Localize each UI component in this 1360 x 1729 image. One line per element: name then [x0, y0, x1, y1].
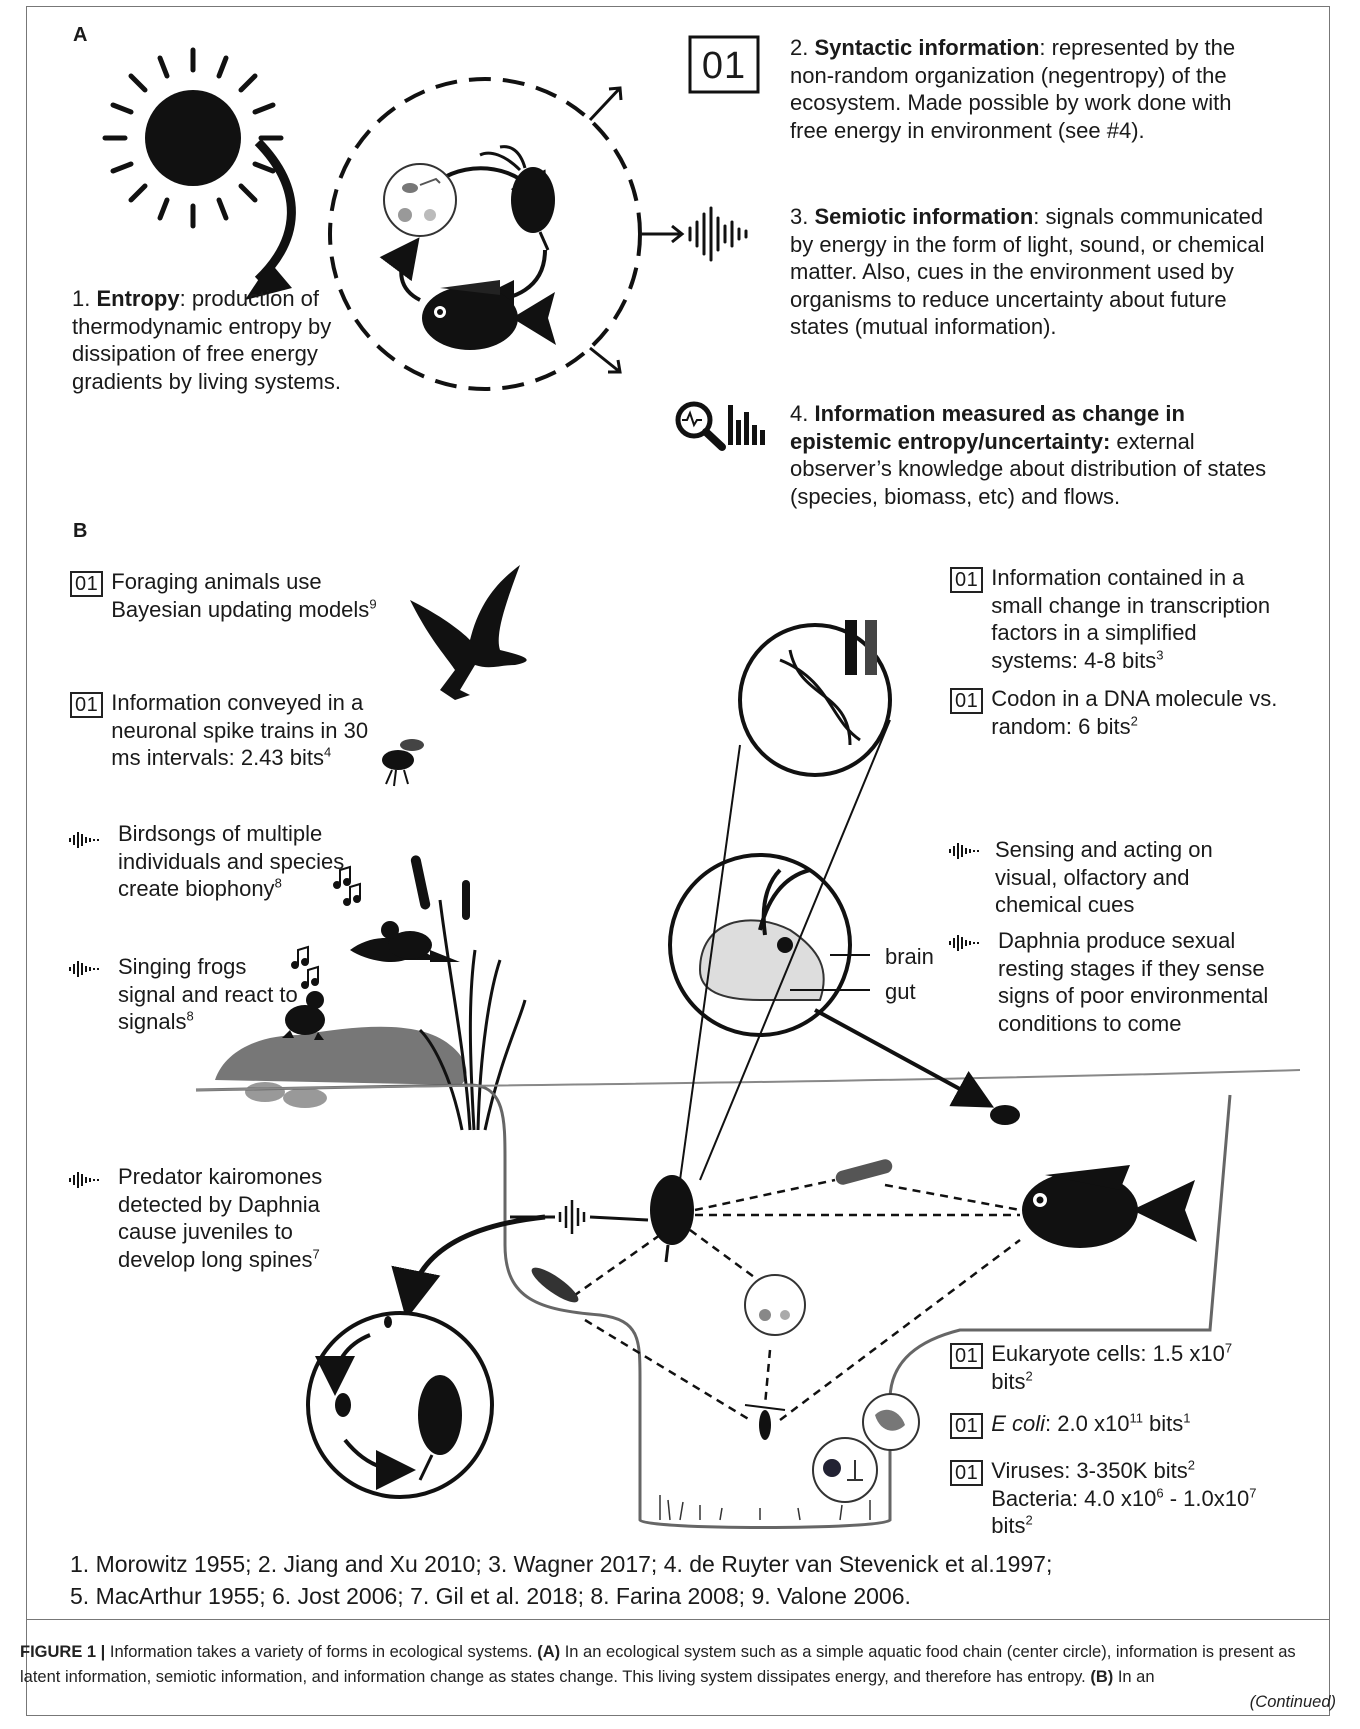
foraging-item: 01 Foraging animals use Bayesian updatin…	[70, 568, 410, 623]
references-line-2: 5. MacArthur 1955; 6. Jost 2006; 7. Gil …	[70, 1580, 1310, 1612]
daphnia-resting-item: Daphnia produce sexual resting stages if…	[998, 927, 1278, 1037]
caption-continued: (Continued)	[1250, 1690, 1336, 1715]
brain-label: brain	[885, 943, 934, 971]
reeds-icon	[420, 900, 525, 1130]
epistemic-information: 4. Information measured as change in epi…	[790, 400, 1270, 510]
neuronal-item: 01 Information conveyed in a neuronal sp…	[70, 689, 400, 772]
kairomones-item: Predator kairomones detected by Daphnia …	[118, 1163, 368, 1273]
bird-icon	[410, 565, 527, 700]
sun-icon	[105, 50, 281, 226]
pond-fish-icon	[1022, 1165, 1197, 1248]
binary-01-icon: 01	[950, 1413, 983, 1439]
magnifier-chart-icon	[678, 404, 765, 447]
references-line-1: 1. Morowitz 1955; 2. Jiang and Xu 2010; …	[70, 1548, 1310, 1580]
ecoli-item: 01 E coli: 2.0 x1011 bits1	[950, 1410, 1270, 1439]
binary-01-icon: 01	[950, 1460, 983, 1486]
binary-01-icon: 01	[70, 571, 103, 597]
transcription-item: 01 Information contained in a small chan…	[950, 564, 1280, 674]
binary-01-icon: 01	[70, 692, 103, 718]
entropy-arrow	[258, 142, 291, 280]
larva-icon	[834, 1158, 894, 1187]
caption-divider	[26, 1619, 1330, 1620]
binary-01-icon: 01	[950, 688, 983, 714]
binary-01-icon: 01	[950, 1343, 983, 1369]
semiotic-information: 3. Semiotic information: signals communi…	[790, 203, 1270, 341]
syntactic-information: 2. Syntactic information: represented by…	[790, 34, 1270, 144]
pond-daphnia-icon	[650, 1175, 694, 1262]
panel-a-letter: A	[73, 24, 87, 47]
sensing-item: Sensing and acting on visual, olfactory …	[995, 836, 1255, 919]
binary-01-badge: 01	[690, 39, 758, 94]
fish-icon	[422, 280, 556, 350]
frogs-item: Singing frogs signal and react to signal…	[118, 953, 308, 1036]
viruses-bacteria-item: 01 Viruses: 3-350K bits2 Bacteria: 4.0 x…	[950, 1457, 1280, 1540]
microbe-icon	[384, 164, 456, 236]
codon-item: 01 Codon in a DNA molecule vs. random: 6…	[950, 685, 1280, 740]
daphnia-icon	[480, 147, 555, 250]
eukaryote-item: 01 Eukaryote cells: 1.5 x107 bits2	[950, 1340, 1270, 1395]
binary-01-icon: 01	[950, 567, 983, 593]
entropy-description: 1. Entropy: production of thermodynamic …	[72, 285, 362, 395]
birdsongs-item: Birdsongs of multiple individuals and sp…	[118, 820, 378, 903]
figure-caption: FIGURE 1 | Information takes a variety o…	[20, 1640, 1340, 1689]
resting-egg-icon	[990, 1105, 1020, 1125]
panel-b-letter: B	[73, 520, 87, 543]
references: 1. Morowitz 1955; 2. Jiang and Xu 2010; …	[70, 1548, 1310, 1612]
gut-label: gut	[885, 978, 916, 1006]
sound-wave-icon	[690, 208, 746, 260]
